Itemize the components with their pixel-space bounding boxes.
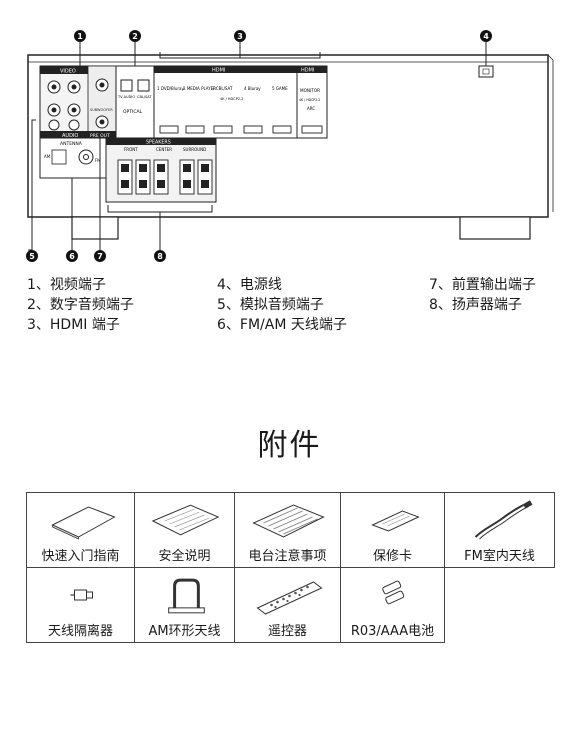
- legend-item: 1、视频端子: [27, 277, 106, 293]
- monitor-label: MONITOR: [300, 88, 320, 93]
- isolator-icon: [70, 589, 93, 601]
- front-label: FRONT: [124, 147, 138, 152]
- accessory-label: 快速入门指南: [41, 549, 120, 564]
- hdmi-input-1: 1 DVD/Bluray: [157, 86, 184, 91]
- callout-8: 8: [154, 250, 166, 262]
- legend-item: 3、HDMI 端子: [27, 317, 120, 333]
- optical-label: OPTICAL: [123, 109, 143, 115]
- svg-text:7: 7: [97, 252, 103, 261]
- accessory-label: 安全说明: [158, 549, 211, 564]
- callout-6: 6: [66, 250, 78, 262]
- surround-label: SURROUND: [183, 147, 206, 152]
- hdmi-input-2: 2 MEDIA PLAYER: [183, 86, 216, 91]
- optical-cbl-label: CBL/SAT: [137, 95, 152, 99]
- accessory-cell: 保修卡: [340, 492, 445, 568]
- legend-column-1: 1、视频端子 2、数字音频端子 3、HDMI 端子: [27, 275, 134, 335]
- callout-4: 4: [480, 30, 492, 42]
- accessory-label: AM环形天线: [148, 624, 221, 639]
- svg-text:6: 6: [69, 252, 75, 261]
- accessory-cell: 安全说明: [134, 492, 235, 568]
- hdmi-label: HDMI: [212, 68, 225, 74]
- speakers-label: SPEAKERS: [146, 140, 171, 146]
- empty-cell: [444, 567, 555, 643]
- hdmi-input-4: 4 Bluray: [244, 86, 261, 91]
- rear-panel-diagram: VIDEO AUDIO SUBWOOFER PRE OUT TV AUDIO C…: [26, 30, 554, 262]
- table-row: 快速入门指南 安全说明 电台注意事项 保修卡: [26, 492, 555, 568]
- svg-text:1: 1: [77, 32, 83, 41]
- accessory-cell: AM环形天线: [134, 567, 235, 643]
- optical-block: [115, 65, 155, 139]
- connector-legend: 1、视频端子 2、数字音频端子 3、HDMI 端子 4、电源线 5、模拟音频端子…: [27, 275, 567, 345]
- antenna-cable-icon: [474, 500, 533, 540]
- center-label: CENTER: [156, 147, 172, 152]
- svg-text:5: 5: [29, 252, 35, 261]
- accessory-label: 遥控器: [267, 624, 307, 639]
- legend-item: 6、FM/AM 天线端子: [217, 317, 347, 333]
- hdmi-input-5: 5 GAME: [272, 86, 288, 91]
- monitor-sub-label: 4K / HDCP2.2: [299, 98, 320, 102]
- accessories-title: 附件: [257, 428, 322, 463]
- accessory-label: FM室内天线: [464, 549, 535, 564]
- accessory-cell: FM室内天线: [444, 492, 555, 568]
- svg-text:4: 4: [483, 32, 489, 41]
- callout-2: 2: [129, 30, 141, 42]
- accessory-cell: 快速入门指南: [26, 492, 135, 568]
- accessory-label: R03/AAA电池: [350, 624, 435, 639]
- pre-out-label: PRE OUT: [90, 133, 110, 139]
- foot-left: [71, 216, 119, 240]
- document-icon: [151, 504, 220, 536]
- card-icon: [371, 510, 420, 532]
- legend-item: 2、数字音频端子: [27, 297, 134, 313]
- accessory-label: 电台注意事项: [248, 549, 327, 564]
- accessory-label: 天线隔离器: [47, 624, 113, 639]
- callout-7: 7: [94, 250, 106, 262]
- subwoofer-label: SUBWOOFER: [90, 108, 113, 112]
- legend-item: 4、电源线: [217, 277, 282, 293]
- remote-icon: [256, 581, 323, 615]
- legend-column-2: 4、电源线 5、模拟音频端子 6、FM/AM 天线端子: [217, 275, 347, 335]
- legend-item: 8、扬声器端子: [429, 297, 522, 313]
- accessory-cell: R03/AAA电池: [340, 567, 445, 643]
- hdmi-sub-label: 4K / HDCP2.2: [220, 97, 243, 101]
- am-label: AM: [44, 154, 51, 159]
- accessories-table: 快速入门指南 安全说明 电台注意事项 保修卡: [26, 492, 555, 643]
- booklet-icon: [51, 506, 116, 540]
- callout-3: 3: [234, 30, 246, 42]
- hdmi-out-label: HDMI: [301, 68, 314, 74]
- svg-text:2: 2: [132, 32, 138, 41]
- foot-right: [459, 216, 531, 240]
- callout-1: 1: [74, 30, 86, 42]
- accessory-label: 保修卡: [372, 549, 412, 564]
- optical-tv-label: TV AUDIO: [117, 95, 135, 99]
- arc-label: ARC: [307, 106, 315, 111]
- legend-item: 7、前置输出端子: [429, 277, 536, 293]
- accessory-cell: 电台注意事项: [234, 492, 341, 568]
- antenna-label: ANTENNA: [60, 141, 83, 147]
- hdmi-ports: [159, 125, 292, 134]
- battery-icon: [382, 580, 405, 605]
- loop-antenna-icon: [168, 578, 205, 614]
- antenna-block: [39, 137, 107, 179]
- callout-5: 5: [26, 250, 38, 262]
- svg-text:3: 3: [237, 32, 243, 41]
- audio-label: AUDIO: [62, 133, 78, 139]
- video-label: VIDEO: [60, 69, 76, 75]
- accessory-cell: 天线隔离器: [26, 567, 135, 643]
- legend-column-3: 7、前置输出端子 8、扬声器端子: [429, 275, 536, 315]
- hdmi-input-3: 3 CBL/SAT: [212, 86, 233, 91]
- accessory-cell: 遥控器: [234, 567, 341, 643]
- fm-label: FM: [95, 158, 101, 163]
- legend-item: 5、模拟音频端子: [217, 297, 324, 313]
- table-row: 天线隔离器 AM环形天线 遥控器 R03/AAA电池: [26, 567, 555, 643]
- svg-text:8: 8: [157, 252, 163, 261]
- document-icon: [252, 504, 325, 538]
